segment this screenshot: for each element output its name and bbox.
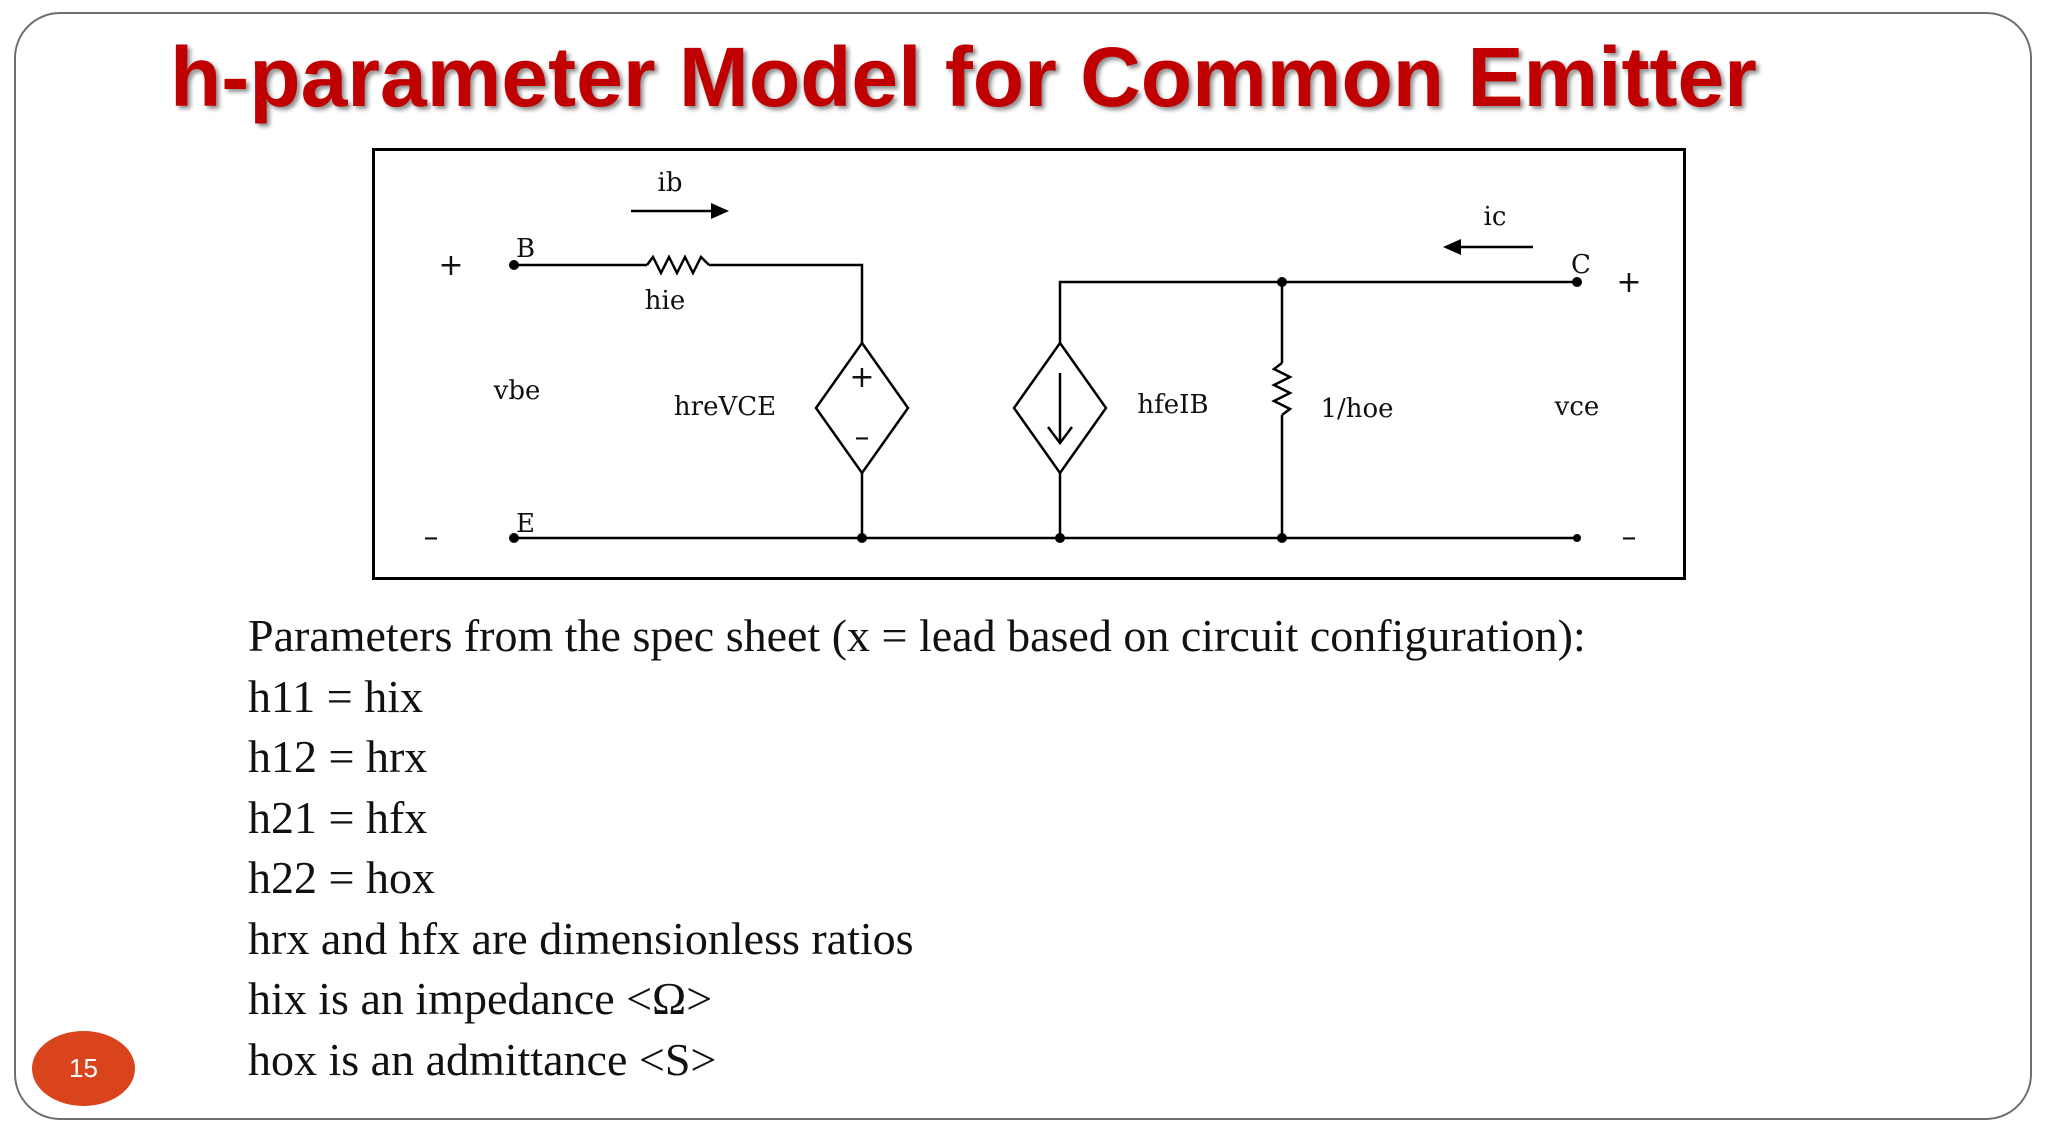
current-source-arrow-head — [1047, 426, 1073, 446]
label-ic: ic — [1484, 202, 1507, 232]
text-line: h12 = hrx — [248, 731, 428, 782]
junction-bottom-3 — [1277, 533, 1287, 543]
vbe-plus-sign: + — [438, 248, 463, 283]
junction-bottom-2 — [1055, 533, 1065, 543]
vce-plus-sign: + — [1616, 265, 1641, 300]
junction-top-right — [1277, 277, 1287, 287]
source-plus-sign: + — [849, 360, 874, 395]
ib-arrow-head — [711, 203, 729, 219]
text-line: Parameters from the spec sheet (x = lead… — [248, 610, 1586, 661]
slide-number-badge: 15 — [32, 1031, 135, 1106]
label-e: E — [516, 509, 535, 539]
label-b: B — [516, 234, 535, 264]
text-line: hix is an impedance <Ω> — [248, 973, 713, 1024]
text-line: h11 = hix — [248, 670, 424, 722]
label-vbe: vbe — [493, 376, 541, 406]
source-minus-sign: – — [855, 420, 870, 455]
vce-minus-sign: – — [1622, 520, 1637, 555]
node-c — [1572, 277, 1582, 287]
junction-bottom-1 — [857, 533, 867, 543]
text-line: hrx and hfx are dimensionless ratios — [248, 912, 914, 964]
label-hfeib: hfeIB — [1137, 390, 1208, 420]
vbe-minus-sign: – — [424, 520, 439, 555]
label-c: C — [1571, 250, 1591, 280]
slide-title: h-parameter Model for Common Emitter — [170, 30, 1757, 124]
label-one-over-hoe: 1/hoe — [1320, 394, 1393, 424]
label-hrevce: hreVCE — [674, 392, 776, 422]
hoe-resistor — [1271, 362, 1293, 416]
text-line: h21 = hfx — [248, 791, 428, 843]
node-e — [509, 533, 519, 543]
text-line: hox is an admittance <S> — [248, 1033, 717, 1085]
parameter-text: Parameters from the spec sheet (x = lead… — [248, 606, 1808, 1090]
hie-resistor — [646, 254, 710, 276]
node-b — [509, 260, 519, 270]
ic-arrow-head — [1443, 239, 1461, 255]
circuit-diagram: + – ib ic B C — [372, 148, 1686, 580]
node-c-bottom — [1573, 534, 1581, 542]
label-ib: ib — [658, 168, 683, 198]
label-vce: vce — [1554, 392, 1600, 422]
text-line: h22 = hox — [248, 852, 435, 903]
label-hie: hie — [645, 286, 685, 316]
wire-hie-to-source — [709, 263, 864, 343]
circuit-svg: + – ib ic B C — [424, 168, 1642, 555]
wire-current-source-top — [1058, 280, 1282, 343]
